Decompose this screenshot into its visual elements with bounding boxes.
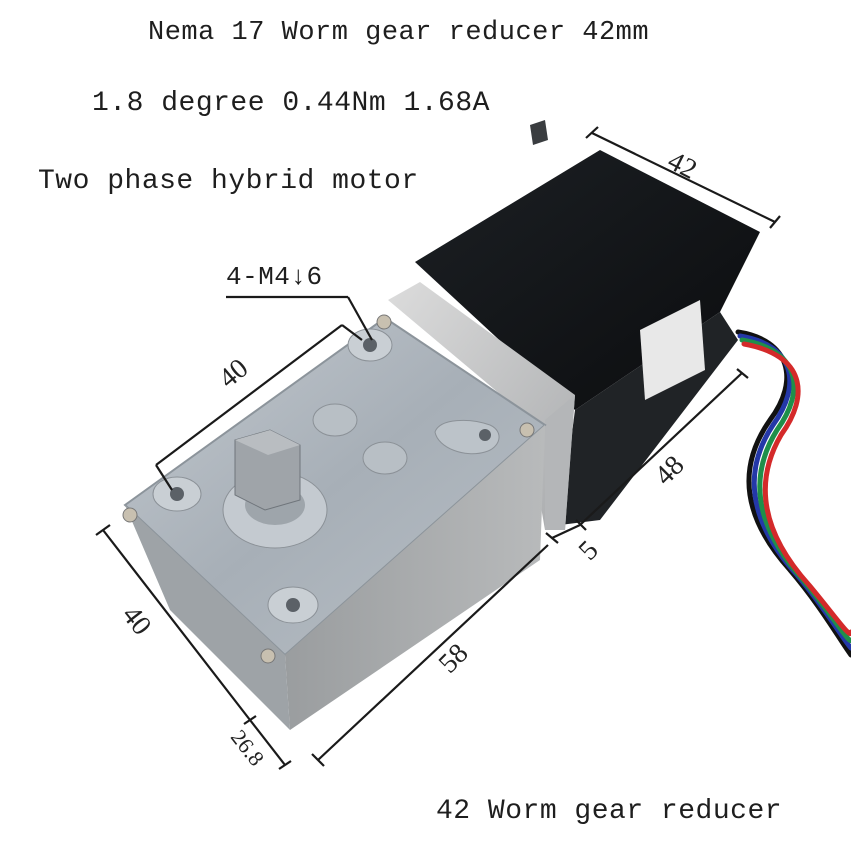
dimension-lines: [95, 126, 781, 770]
motor-spec-line: 1.8 degree 0.44Nm 1.68A: [92, 88, 490, 119]
product-title: Nema 17 Worm gear reducer 42mm: [148, 18, 650, 48]
flange-plate: [388, 282, 575, 530]
mounting-hole-callout: 4-M4↓6: [226, 262, 323, 292]
product-caption: 42 Worm gear reducer: [436, 796, 783, 827]
stepper-motor-body: [415, 120, 760, 525]
motor-type-line: Two phase hybrid motor: [38, 166, 419, 197]
motor-wires: [735, 329, 851, 658]
motor-label-sticker: [640, 300, 705, 400]
worm-gearbox: [122, 314, 547, 730]
